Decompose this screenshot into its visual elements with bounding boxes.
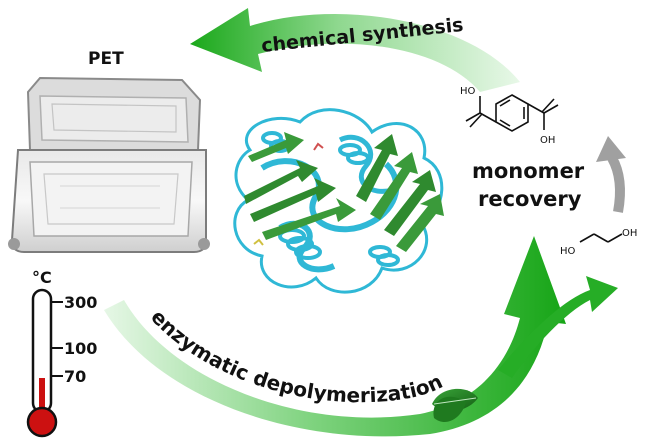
- thermometer: °C 300 100 70: [26, 268, 97, 438]
- pet-container-image: [8, 76, 210, 253]
- leaf-icon: [432, 388, 478, 423]
- monomer-label: monomer: [472, 159, 585, 183]
- terephthalic-acid-structure: [465, 94, 559, 132]
- enzymatic-depolymerization-arrow: [104, 236, 618, 437]
- tick-100: 100: [64, 339, 97, 358]
- tick-300: 300: [64, 293, 97, 312]
- ho-label-acid: HO: [460, 86, 476, 97]
- oh-label-glycol: OH: [622, 228, 637, 239]
- tick-70: 70: [64, 367, 86, 386]
- ho-label-glycol: HO: [560, 246, 576, 257]
- ethylene-glycol-structure: [579, 233, 623, 243]
- chemical-synthesis-arrow: [190, 8, 520, 92]
- oh-label-acid: OH: [540, 135, 555, 146]
- enzymatic-depolymerization-label: enzymatic depolymerization: [146, 305, 446, 407]
- temperature-unit-label: °C: [32, 268, 52, 287]
- gray-recovery-arrow: [596, 136, 626, 213]
- thermometer-fill: [39, 378, 45, 414]
- recovery-label: recovery: [478, 187, 582, 211]
- thermometer-bulb: [26, 406, 58, 438]
- pet-label: PET: [88, 49, 124, 69]
- enzyme-structure-image: [233, 108, 444, 294]
